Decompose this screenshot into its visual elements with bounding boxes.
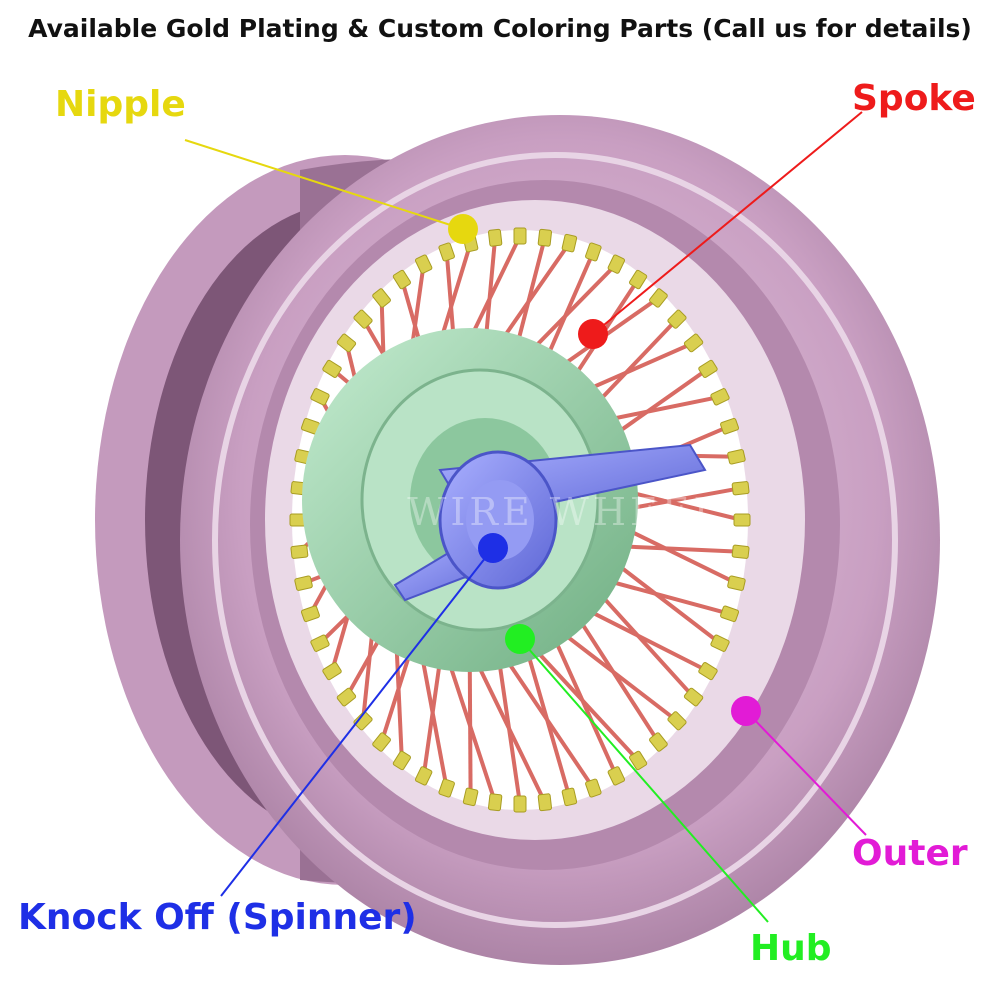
- nipple: [372, 288, 391, 308]
- nipple: [537, 228, 553, 247]
- spoke-leader: [592, 111, 863, 335]
- nipple-leader: [184, 139, 464, 230]
- nipple: [438, 242, 455, 262]
- nipple: [727, 575, 746, 591]
- nipple: [561, 787, 578, 807]
- nipple: [392, 750, 411, 771]
- outer-leader: [745, 710, 867, 836]
- nipple: [438, 778, 455, 798]
- nipple: [731, 544, 750, 559]
- watermark-text: WIRE WHEEL: [407, 490, 722, 534]
- nipple: [698, 359, 718, 378]
- knockoff-dot-icon: [478, 533, 508, 563]
- nipple: [649, 732, 668, 752]
- nipple: [487, 228, 503, 247]
- nipple: [720, 605, 740, 623]
- nipple: [322, 359, 342, 378]
- outer-label: Outer: [852, 833, 968, 874]
- hub-dot-icon: [505, 624, 535, 654]
- nipple: [710, 634, 730, 652]
- leader-lines: [184, 111, 867, 923]
- marker-dots: [448, 214, 761, 726]
- spoke-dot-icon: [578, 319, 608, 349]
- nipple: [585, 778, 602, 798]
- spoke-label: Spoke: [852, 78, 976, 119]
- nipple: [513, 227, 527, 245]
- nipple: [310, 388, 330, 406]
- nipple: [607, 254, 626, 274]
- nipple: [629, 269, 648, 290]
- nipple: [731, 481, 750, 496]
- knock-off-label: Knock Off (Spinner): [18, 897, 417, 938]
- nipple: [322, 662, 342, 681]
- nipple: [310, 634, 330, 652]
- nipple: [710, 388, 730, 406]
- nipple-dot-icon: [448, 214, 478, 244]
- nipple: [720, 417, 740, 435]
- nipple-label: Nipple: [55, 84, 186, 125]
- hub-label: Hub: [750, 928, 832, 969]
- nipple: [336, 333, 357, 353]
- knock-off-spinner: [393, 443, 707, 602]
- nipple: [336, 687, 357, 707]
- nipple: [683, 687, 704, 707]
- nipple: [727, 449, 746, 465]
- nipple: [414, 766, 433, 786]
- nipple: [392, 269, 411, 290]
- nipple: [537, 793, 553, 812]
- nipple: [294, 575, 313, 591]
- nipple: [667, 309, 687, 329]
- nipple: [607, 766, 626, 786]
- nipple: [649, 288, 668, 308]
- nipple: [733, 513, 751, 527]
- nipple: [487, 793, 503, 812]
- nipple: [698, 662, 718, 681]
- nipple: [372, 732, 391, 752]
- nipple: [683, 333, 704, 353]
- nipple: [585, 242, 602, 262]
- nipple: [300, 605, 320, 623]
- nipple: [561, 233, 578, 253]
- nipple: [667, 711, 687, 731]
- nipple: [353, 309, 373, 329]
- knockoff-leader: [220, 547, 494, 897]
- nipple: [290, 544, 309, 559]
- nipple: [353, 711, 373, 731]
- page-title: Available Gold Plating & Custom Coloring…: [28, 14, 972, 43]
- nipple: [629, 750, 648, 771]
- nipple: [414, 254, 433, 274]
- nipple: [462, 787, 479, 807]
- nipple: [513, 795, 527, 813]
- outer-dot-icon: [731, 696, 761, 726]
- hub-leader: [519, 638, 769, 923]
